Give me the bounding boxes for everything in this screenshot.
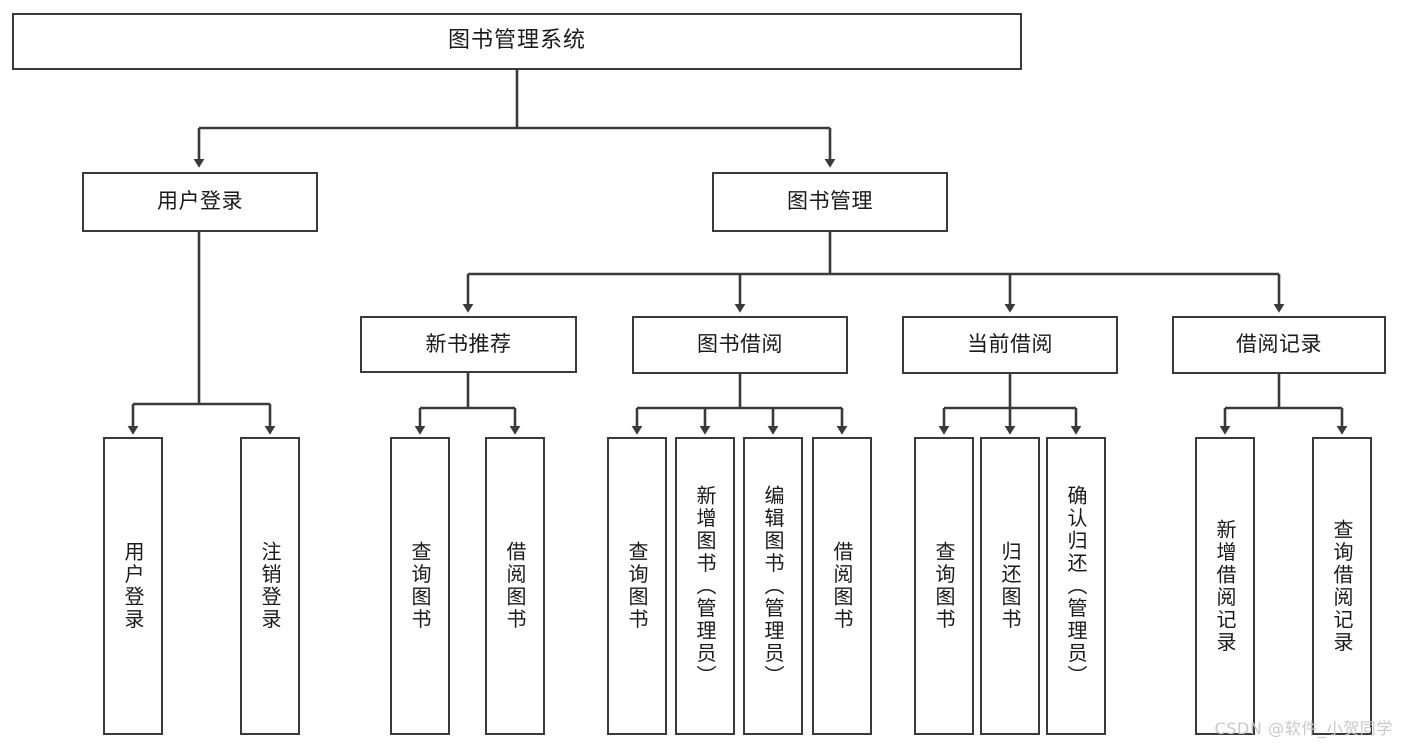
node-new-book-recommend[interactable]: 新书推荐 <box>360 316 577 373</box>
node-label: 用户登录 <box>121 541 145 631</box>
node-label: 图书管理 <box>787 189 873 214</box>
leaf-query-book-current[interactable]: 查询图书 <box>914 437 974 735</box>
node-label: 确认归还（管理员） <box>1064 484 1088 688</box>
node-borrow-record[interactable]: 借阅记录 <box>1172 316 1386 374</box>
node-label: 新增图书（管理员） <box>693 484 717 688</box>
leaf-query-book-new-book[interactable]: 查询图书 <box>390 437 450 735</box>
leaf-add-book-admin[interactable]: 新增图书（管理员） <box>675 437 735 735</box>
leaf-query-book-borrow[interactable]: 查询图书 <box>607 437 667 735</box>
node-label: 图书借阅 <box>697 332 783 357</box>
leaf-query-borrow-record[interactable]: 查询借阅记录 <box>1312 437 1372 735</box>
node-label: 借阅记录 <box>1236 332 1322 357</box>
node-label: 归还图书 <box>998 541 1022 631</box>
node-label: 用户登录 <box>157 189 243 214</box>
node-label: 新增借阅记录 <box>1213 518 1237 654</box>
leaf-confirm-return-admin[interactable]: 确认归还（管理员） <box>1046 437 1106 735</box>
leaf-borrow-book-borrow[interactable]: 借阅图书 <box>812 437 872 735</box>
csdn-watermark: CSDN @软件_小贺同学 <box>1214 719 1393 738</box>
node-label: 新书推荐 <box>425 331 512 356</box>
node-label: 查询借阅记录 <box>1330 518 1354 654</box>
leaf-return-book[interactable]: 归还图书 <box>980 437 1040 735</box>
leaf-user-logout[interactable]: 注销登录 <box>240 437 300 735</box>
node-label: 借阅图书 <box>830 541 854 631</box>
leaf-add-borrow-record[interactable]: 新增借阅记录 <box>1195 437 1255 735</box>
node-book-manage[interactable]: 图书管理 <box>712 172 948 232</box>
node-label: 图书管理系统 <box>447 28 586 54</box>
node-user-login[interactable]: 用户登录 <box>82 172 318 232</box>
leaf-borrow-book-new-book[interactable]: 借阅图书 <box>485 437 545 735</box>
node-label: 编辑图书（管理员） <box>761 484 785 688</box>
node-label: 当前借阅 <box>967 332 1053 357</box>
leaf-user-login[interactable]: 用户登录 <box>103 437 163 735</box>
node-book-borrow[interactable]: 图书借阅 <box>632 316 848 374</box>
node-book-management-system[interactable]: 图书管理系统 <box>12 13 1022 70</box>
node-label: 注销登录 <box>258 541 282 631</box>
node-label: 查询图书 <box>625 541 649 631</box>
leaf-edit-book-admin[interactable]: 编辑图书（管理员） <box>743 437 803 735</box>
node-label: 借阅图书 <box>503 541 527 631</box>
node-current-borrow[interactable]: 当前借阅 <box>902 316 1118 374</box>
node-label: 查询图书 <box>408 541 432 631</box>
node-label: 查询图书 <box>932 541 956 631</box>
